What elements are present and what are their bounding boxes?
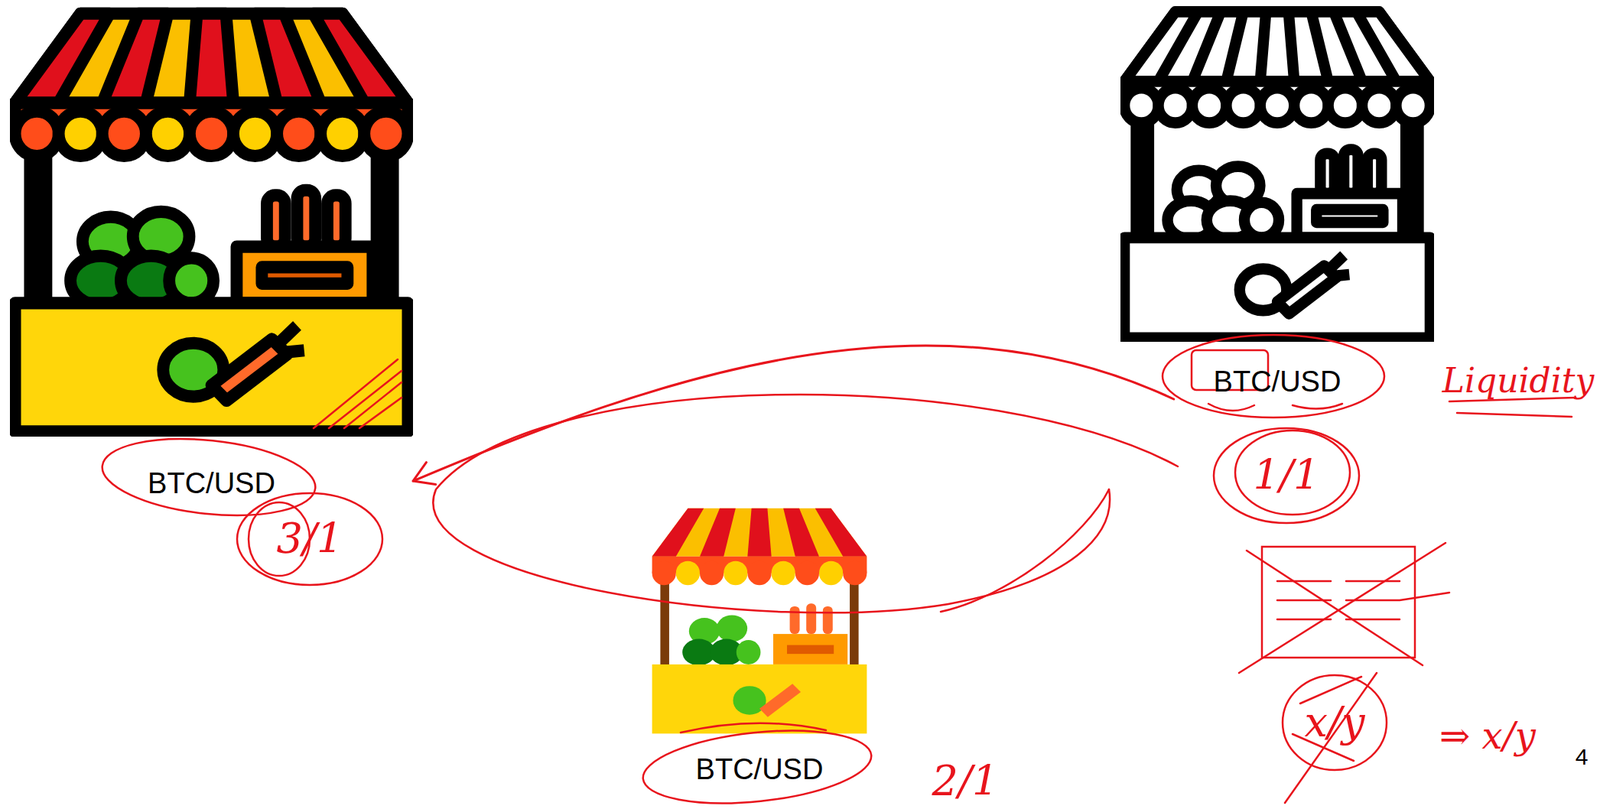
page-number: 4 xyxy=(1575,745,1589,769)
handwritten-note: Liquidity xyxy=(1442,364,1595,398)
handwritten-note: 1/1 xyxy=(1253,455,1321,497)
market-stall: BTC/USD xyxy=(649,504,870,787)
handwritten-note: 2/1 xyxy=(932,760,999,803)
hand-arrow xyxy=(413,345,1174,485)
handwritten-note: ⇒ x/y xyxy=(1439,717,1536,755)
handwritten-note: x/y xyxy=(1304,702,1365,744)
market-stall: BTC/USD xyxy=(9,5,414,501)
pair-label: BTC/USD xyxy=(1213,365,1342,400)
pair-label: BTC/USD xyxy=(147,467,276,501)
pair-label: BTC/USD xyxy=(695,753,824,787)
market-stall: BTC/USD xyxy=(1120,5,1435,400)
handwritten-note: 3/1 xyxy=(276,518,344,560)
